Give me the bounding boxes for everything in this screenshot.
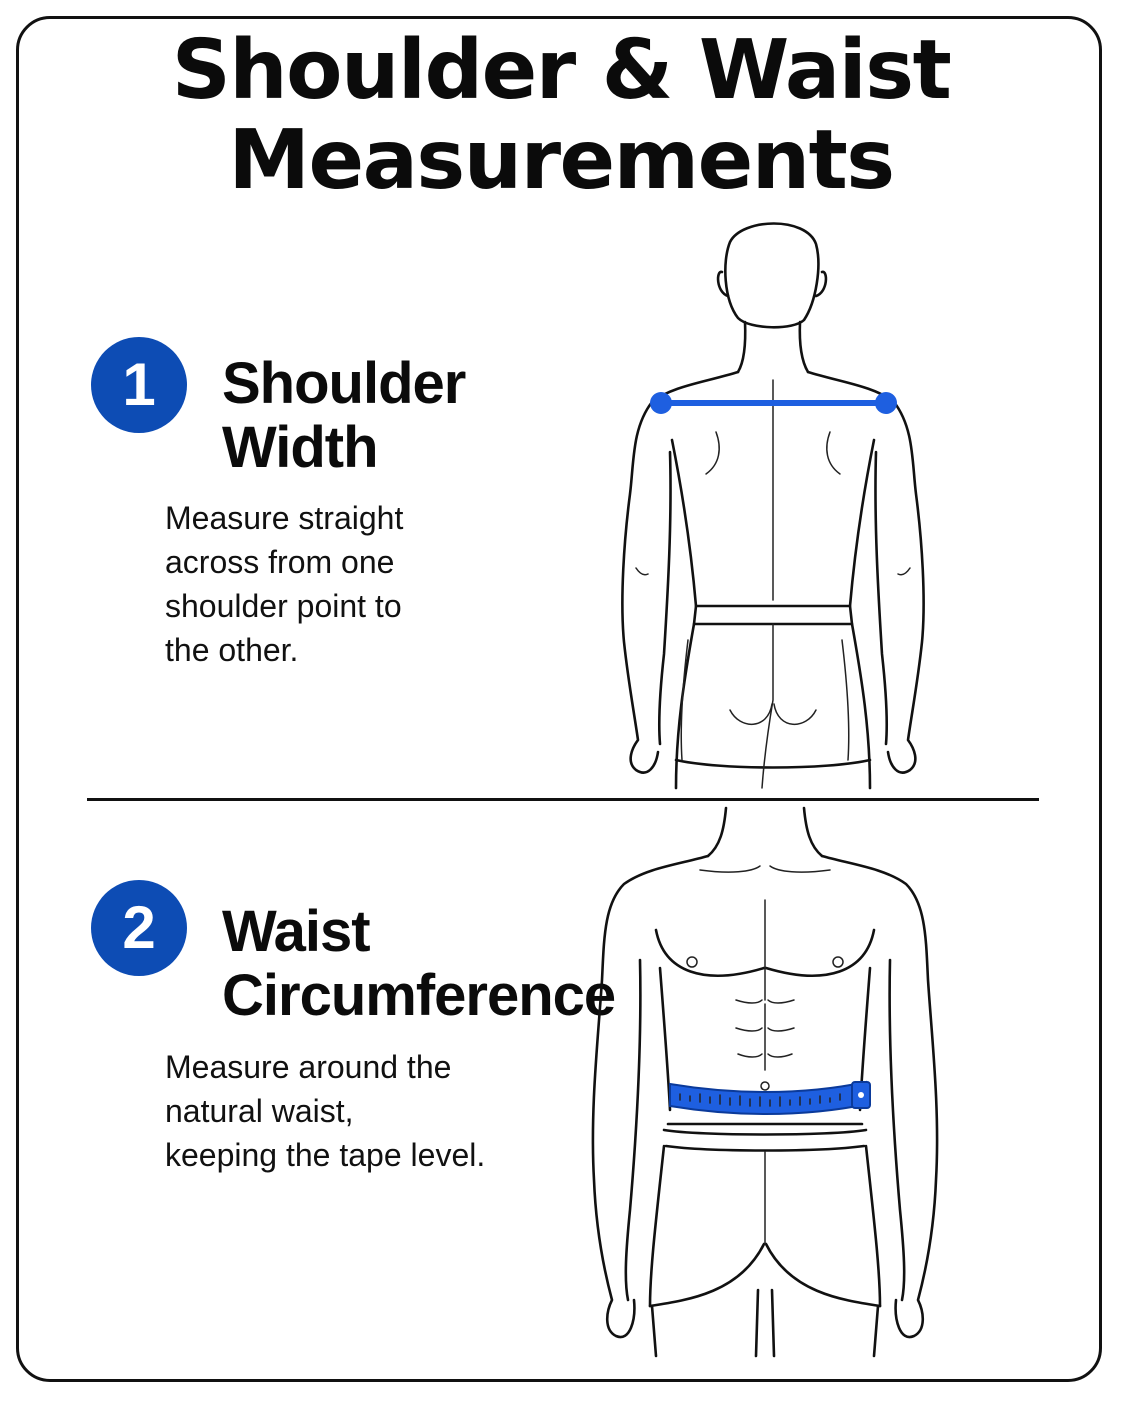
- section-divider: [87, 798, 1039, 801]
- step-2-description: Measure around the natural waist, keepin…: [165, 1045, 485, 1177]
- step-2-heading-line-2: Circumference: [222, 963, 616, 1028]
- shoulder-point-left: [650, 392, 672, 414]
- step-1-heading: Shoulder Width: [222, 351, 466, 480]
- step-1-description-line: across from one: [165, 544, 395, 580]
- card-frame: [16, 16, 1102, 1382]
- front-view-body-figure: [591, 806, 939, 1358]
- step-2-heading-line-1: Waist: [222, 899, 371, 964]
- back-view-body-figure: [621, 222, 925, 790]
- step-1-description-line: shoulder point to: [165, 588, 402, 624]
- step-1-number-badge: 1: [91, 337, 187, 433]
- step-1-description-line: the other.: [165, 632, 299, 668]
- waist-measuring-tape: [669, 1080, 871, 1115]
- step-2-number-badge: 2: [91, 880, 187, 976]
- shoulder-point-right: [875, 392, 897, 414]
- step-1-heading-line-1: Shoulder: [222, 351, 466, 416]
- step-1-heading-line-2: Width: [222, 415, 379, 480]
- step-2-description-line: keeping the tape level.: [165, 1137, 486, 1173]
- step-1-description-line: Measure straight: [165, 500, 404, 536]
- step-1-description: Measure straight across from one shoulde…: [165, 496, 403, 672]
- page-title: Shoulder & Waist Measurements: [0, 26, 1122, 206]
- title-line-1: Shoulder & Waist: [171, 23, 952, 118]
- title-line-2: Measurements: [228, 113, 895, 208]
- step-2-heading: Waist Circumference: [222, 899, 616, 1028]
- step-2-description-line: natural waist,: [165, 1093, 354, 1129]
- step-2-description-line: Measure around the: [165, 1049, 452, 1085]
